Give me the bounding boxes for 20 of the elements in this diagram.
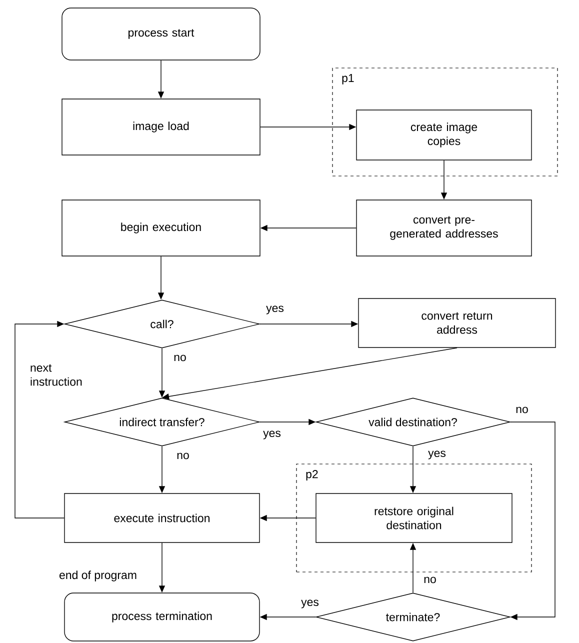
edge-label: no [516,406,528,414]
process-box: create image copies [356,110,532,160]
terminal-box: process start [62,8,260,60]
edge-label: yes [428,450,446,460]
edge-label: no [177,452,189,460]
process-box: convert return address [358,298,556,348]
process-box: image load [62,98,260,156]
arrow [14,320,64,518]
process-box: begin execution [62,200,260,256]
edge-label: yes [263,430,281,440]
process-box: convert pre-generated addresses [356,200,532,256]
edge-label: next instruction [30,364,82,386]
process-box: execute instruction [64,493,260,543]
process-box: retstore original destination [316,493,512,543]
edge-label: end of program [60,570,136,582]
arrow [510,422,556,620]
edge-label: yes [266,306,284,314]
edge-label: no [424,576,436,584]
terminal-box: process termination [64,592,260,642]
edge-label: no [174,354,186,362]
